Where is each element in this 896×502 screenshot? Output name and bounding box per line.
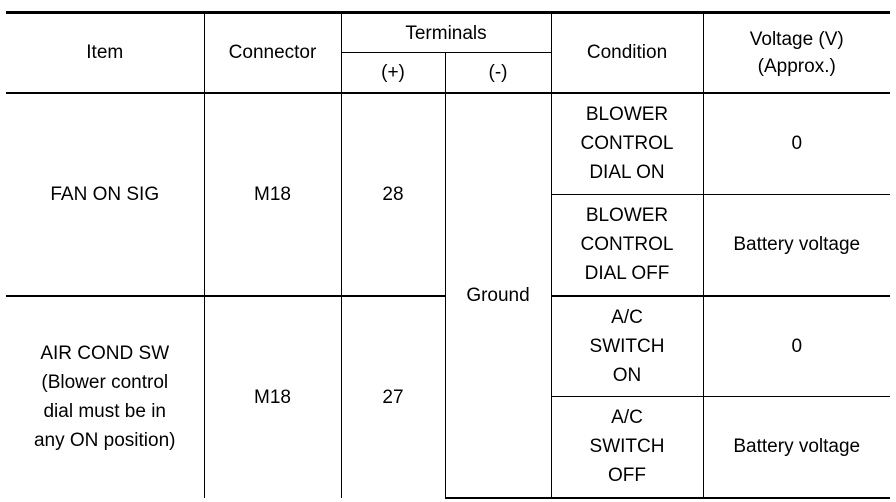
row-item: AIR COND SW (Blower control dial must be… [6,294,204,498]
row-terminal-plus: 27 [340,294,445,498]
header-terminal-minus: (-) [444,52,551,93]
header-terminal-plus: (+) [340,52,445,93]
header-terminals: Terminals [340,11,551,53]
row-voltage: Battery voltage [702,194,890,296]
row-terminal-minus: Ground [444,91,551,499]
row-condition: A/C SWITCH OFF [550,396,703,499]
header-voltage: Voltage (V) (Approx.) [702,11,890,93]
header-connector: Connector [203,11,341,93]
row-item: FAN ON SIG [6,91,204,296]
row-voltage: 0 [702,294,890,397]
row-terminal-plus: 28 [340,91,445,296]
header-condition: Condition [550,11,703,93]
row-connector: M18 [203,91,341,296]
row-voltage: 0 [702,91,890,195]
row-condition: BLOWER CONTROL DIAL ON [550,91,703,195]
row-voltage: Battery voltage [702,396,890,499]
header-item: Item [6,11,204,93]
row-condition: BLOWER CONTROL DIAL OFF [550,194,703,296]
row-condition: A/C SWITCH ON [550,294,703,397]
terminal-spec-table: Item Connector Terminals Condition Volta… [6,11,890,499]
row-connector: M18 [203,294,341,498]
